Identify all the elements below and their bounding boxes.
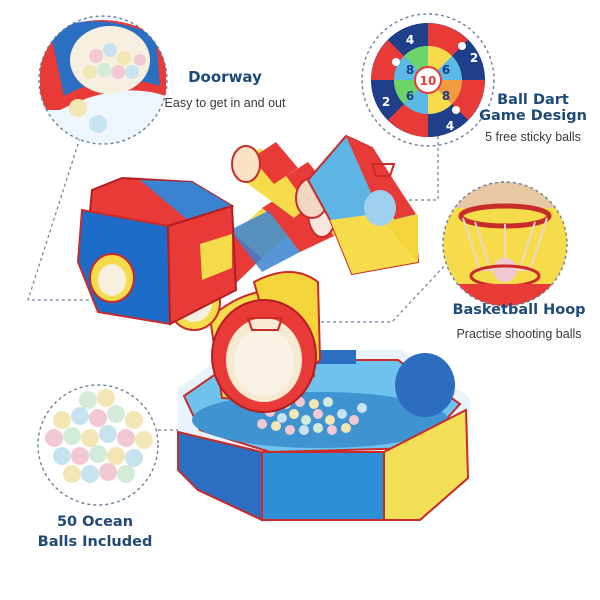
- dartboard-label: 8: [442, 89, 450, 103]
- dartboard-label: 4: [406, 33, 414, 47]
- dart-title-line2: Game Design: [479, 108, 587, 124]
- doorway-subtitle: Easy to get in and out: [164, 96, 286, 110]
- dartboard-center-label: 10: [420, 74, 437, 88]
- ocean-balls-callout-image: [37, 384, 159, 506]
- dart-feature: Ball Dart Game Design 5 free sticky ball…: [466, 92, 600, 144]
- dartboard-label: 4: [446, 119, 454, 133]
- hoop-feature: Basketball Hoop Practise shooting balls: [438, 302, 600, 341]
- balls-title-line1: 50 Ocean: [56, 514, 134, 530]
- doorway-title: Doorway: [188, 68, 262, 86]
- balls-feature: 50 Ocean Balls Included: [30, 512, 160, 552]
- ocean-balls: [45, 389, 153, 483]
- dartboard-label: 8: [406, 63, 414, 77]
- hoop-subtitle: Practise shooting balls: [456, 327, 582, 341]
- triangle-tent: [306, 134, 420, 276]
- hoop-title: Basketball Hoop: [452, 302, 586, 318]
- cube-tent: [76, 176, 238, 326]
- dartboard-label: 6: [406, 89, 414, 103]
- dartboard-label: 2: [382, 95, 390, 109]
- dartboard-label: 6: [442, 63, 450, 77]
- hoop-tunnel: [208, 271, 322, 413]
- dartboard-label: 2: [470, 51, 478, 65]
- dart-title-line1: Ball Dart: [497, 92, 569, 108]
- doorway-feature: Doorway Easy to get in and out: [150, 68, 300, 110]
- hoop-callout-image: [442, 181, 568, 307]
- dart-subtitle: 5 free sticky balls: [485, 130, 581, 144]
- balls-title-line2: Balls Included: [37, 534, 153, 550]
- doorway-callout-image: [38, 15, 168, 145]
- dartboard-callout: 10 4 2 4 2 8 6 8 6: [361, 13, 495, 147]
